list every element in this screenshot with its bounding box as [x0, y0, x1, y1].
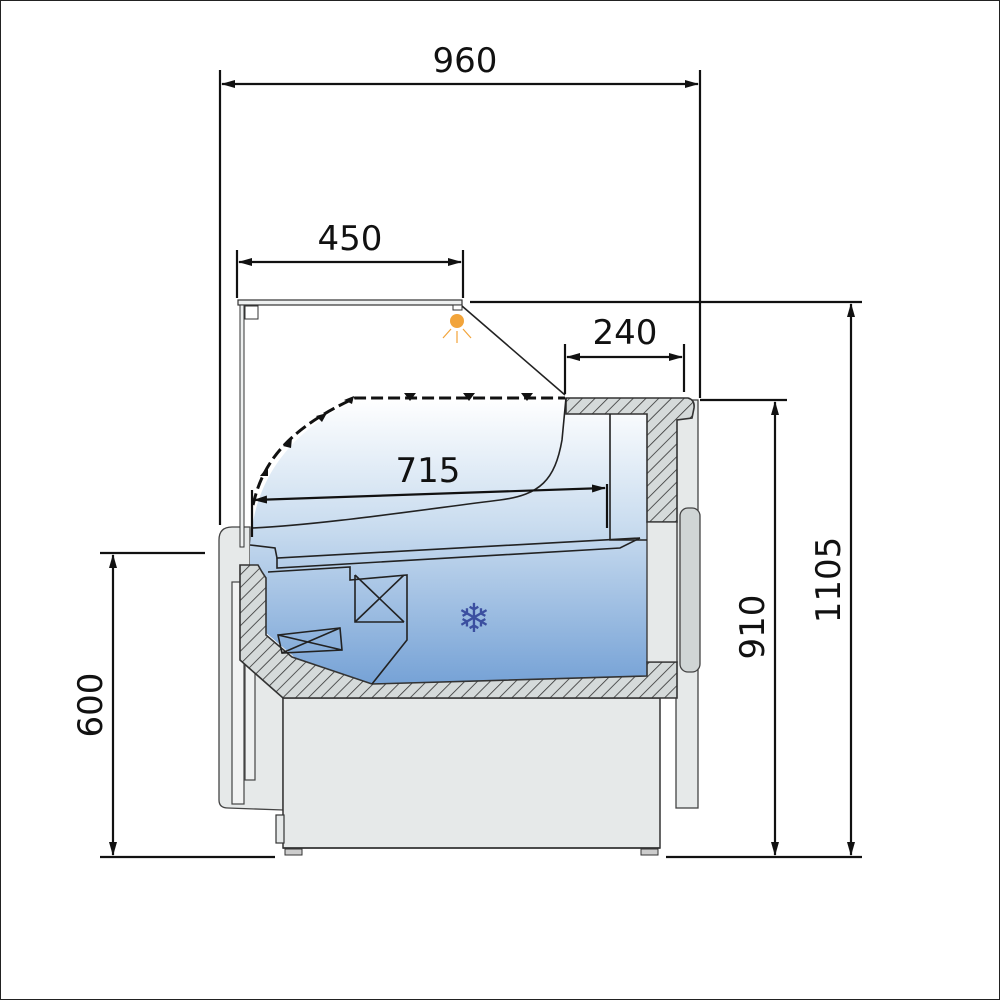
- snowflake-icon: ❄: [457, 596, 491, 642]
- interior-structure: [249, 397, 647, 685]
- foot-front: [284, 848, 303, 856]
- dimension-display-depth: 715: [250, 451, 609, 537]
- air-curtain-flow: [251, 393, 565, 506]
- dimension-overall-depth: 960: [218, 41, 702, 525]
- dimension-work-top: 240: [563, 313, 686, 394]
- dimension-label: 450: [318, 219, 383, 259]
- canopy-glass: [237, 299, 566, 548]
- dimension-label: 715: [396, 451, 461, 491]
- dimension-label: 910: [733, 595, 773, 660]
- dimension-label: 1105: [809, 537, 849, 624]
- dimension-canopy-depth: 450: [235, 219, 465, 298]
- base-cabinet: [275, 697, 661, 856]
- dimension-label: 960: [433, 41, 498, 81]
- dimension-label: 240: [593, 313, 658, 353]
- dimension-counter-height: 600: [71, 551, 275, 859]
- insulation: [239, 397, 695, 699]
- rear-panel: [675, 399, 701, 809]
- light-bulb-icon: [442, 314, 472, 343]
- foot-rear: [640, 848, 659, 856]
- dimension-total-height: 1105: [470, 300, 862, 859]
- dimension-cabinet-height: 910: [666, 398, 787, 859]
- cold-display-zone: [250, 398, 647, 684]
- dimension-label: 600: [71, 673, 111, 738]
